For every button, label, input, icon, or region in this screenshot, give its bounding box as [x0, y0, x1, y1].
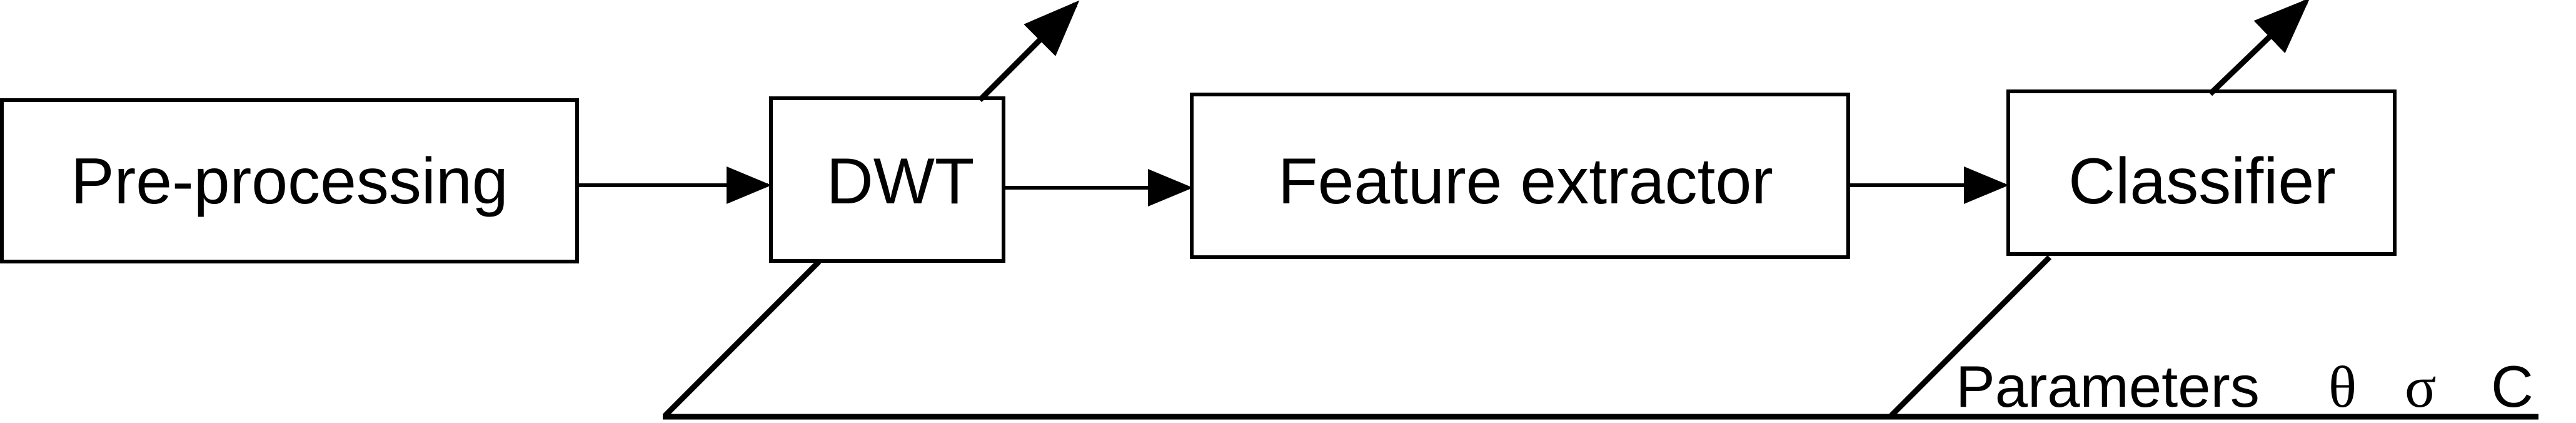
classifier-label: Classifier: [2068, 145, 2336, 218]
sigma-symbol: σ: [2405, 355, 2437, 420]
preprocessing-block: Pre-processing: [0, 98, 579, 263]
classifier-block: Classifier: [2006, 89, 2397, 256]
dwt-label: DWT: [827, 145, 975, 218]
feature-extractor-block: Feature extractor: [1190, 93, 1850, 259]
classifier-tuning-arrow: [1889, 0, 2310, 418]
c-symbol: C: [2491, 354, 2533, 419]
theta-symbol: θ: [2328, 355, 2357, 420]
dwt-block: DWT: [769, 96, 1005, 263]
preprocessing-label: Pre-processing: [71, 145, 508, 218]
dwt-tuning-arrow: [663, 0, 1080, 418]
parameters-legend: Parameters θ σ C: [1956, 354, 2533, 420]
parameters-label: Parameters: [1956, 354, 2260, 419]
feature-extractor-label: Feature extractor: [1278, 145, 1773, 218]
